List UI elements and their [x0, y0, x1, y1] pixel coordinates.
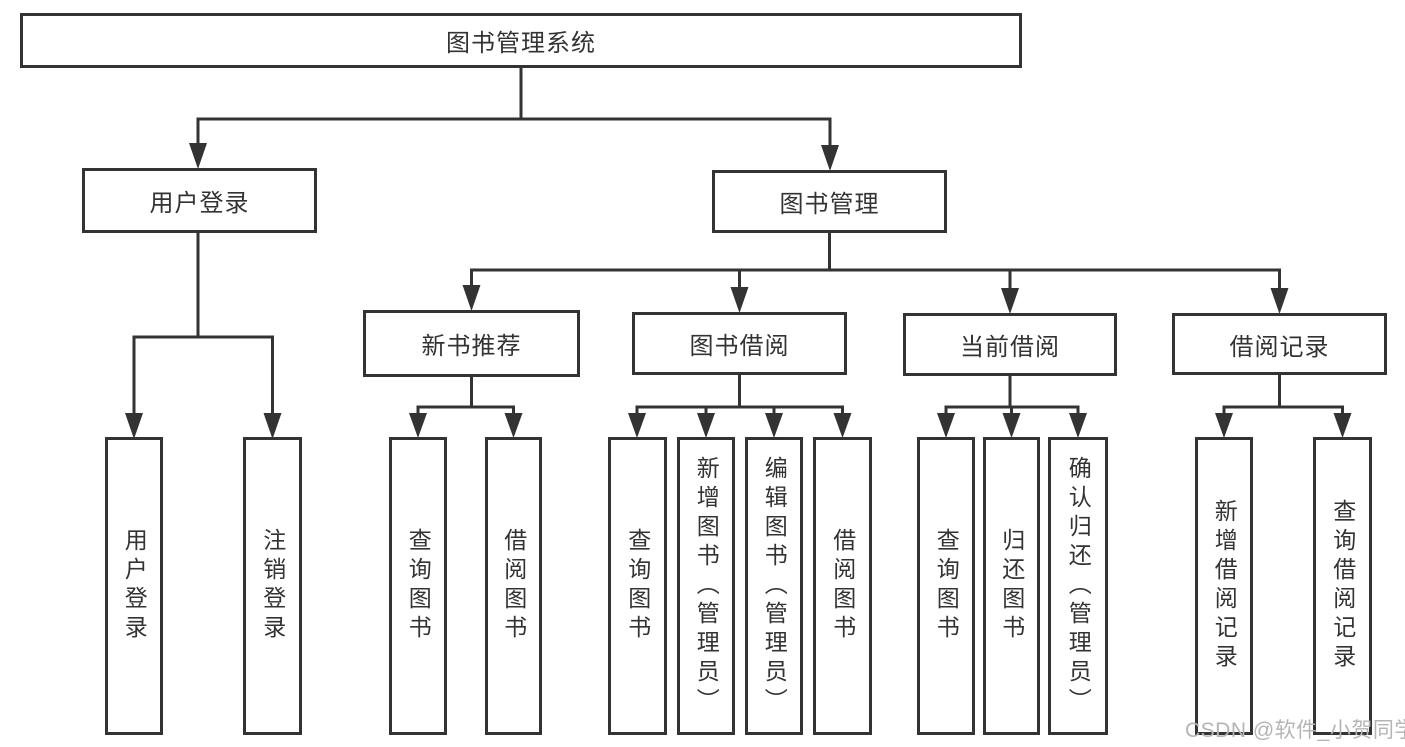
- node-label: 新增图书（管理员）: [693, 455, 720, 717]
- node-label: 用户登录: [149, 190, 250, 217]
- node-label: 借阅记录: [1229, 333, 1330, 361]
- leaf-query-books-recommend: 查询图书: [389, 437, 447, 735]
- node-label: 图书借阅: [689, 333, 790, 360]
- leaf-add-books-admin: 新增图书（管理员）: [677, 437, 735, 735]
- node-current-borrow: 当前借阅: [903, 313, 1117, 376]
- node-label: 查询图书: [624, 528, 651, 644]
- node-label: 查询图书: [405, 528, 432, 644]
- node-label: 用户登录: [121, 528, 148, 644]
- node-label: 查询借阅记录: [1329, 499, 1356, 673]
- leaf-user-login: 用户登录: [105, 437, 163, 735]
- csdn-watermark: CSDN @软件_小贺同学: [1185, 719, 1405, 742]
- leaf-add-borrow-record: 新增借阅记录: [1195, 437, 1253, 735]
- node-label: 确认归还（管理员）: [1065, 455, 1092, 717]
- leaf-borrow-books: 借阅图书: [813, 437, 872, 735]
- node-label: 图书管理系统: [446, 30, 596, 57]
- node-new-book-recommend: 新书推荐: [363, 310, 580, 377]
- node-borrow-records: 借阅记录: [1172, 313, 1387, 375]
- leaf-return-books: 归还图书: [983, 437, 1040, 735]
- leaf-confirm-return-admin: 确认归还（管理员）: [1048, 437, 1108, 735]
- arrowhead-icons: [125, 143, 1352, 439]
- leaf-query-books: 查询图书: [608, 437, 667, 735]
- node-label: 借阅图书: [829, 528, 856, 644]
- leaf-logout: 注销登录: [243, 437, 302, 735]
- node-label: 图书管理: [779, 191, 880, 218]
- node-label: 查询图书: [933, 528, 960, 644]
- node-label: 借阅图书: [500, 528, 527, 644]
- node-label: 新增借阅记录: [1211, 499, 1238, 673]
- node-user-login: 用户登录: [82, 168, 317, 233]
- node-label: 归还图书: [998, 528, 1025, 644]
- node-label: 编辑图书（管理员）: [761, 455, 788, 717]
- node-label: 新书推荐: [421, 333, 522, 360]
- leaf-edit-books-admin: 编辑图书（管理员）: [745, 437, 803, 735]
- leaf-query-borrow-record: 查询借阅记录: [1313, 437, 1372, 735]
- node-label: 当前借阅: [960, 334, 1060, 361]
- node-label: 注销登录: [259, 528, 286, 644]
- leaf-borrow-books-recommend: 借阅图书: [485, 437, 542, 735]
- node-library-system-root: 图书管理系统: [20, 13, 1022, 68]
- node-book-management: 图书管理: [712, 170, 947, 233]
- leaf-query-books-current: 查询图书: [917, 437, 975, 735]
- node-book-borrow: 图书借阅: [632, 312, 847, 375]
